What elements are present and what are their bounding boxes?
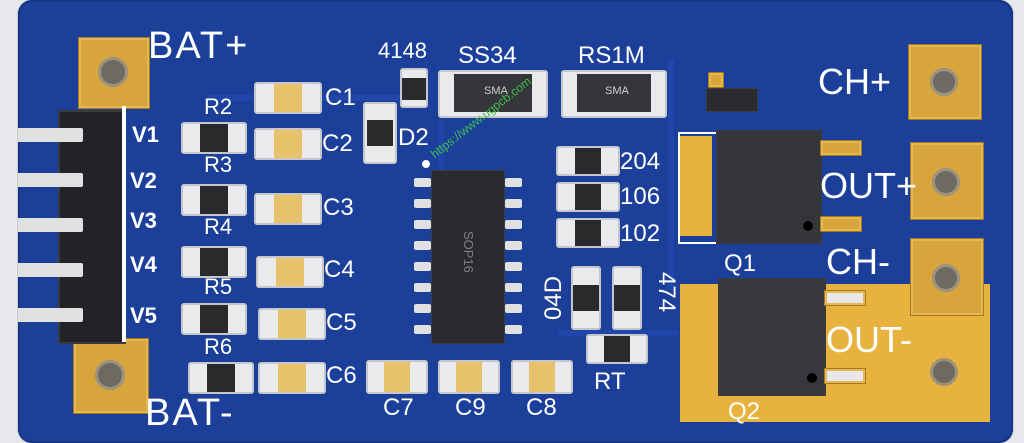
header-pin-5	[18, 308, 83, 322]
bat-minus-hole	[95, 360, 125, 390]
resistor-106	[556, 182, 620, 212]
ss34-label: SS34	[458, 42, 517, 69]
trace	[558, 330, 678, 336]
c1-label: C1	[325, 84, 356, 111]
rs1m-diode: SMA	[561, 70, 667, 118]
v4-label: V4	[130, 252, 157, 277]
c7-label: C7	[383, 394, 414, 421]
diode-4148-label: 4148	[378, 38, 427, 63]
chip-marking: SOP16	[461, 231, 476, 273]
component-04d	[571, 266, 601, 330]
ss34-package-label: SMA	[484, 85, 508, 97]
d2-label: D2	[398, 124, 429, 151]
v3-label: V3	[130, 208, 157, 233]
c3-label: C3	[323, 194, 354, 221]
bat-minus-label: BAT-	[145, 392, 235, 434]
header-pin-4	[18, 263, 83, 277]
c6-label: C6	[326, 362, 357, 389]
ch-plus-label: CH+	[818, 61, 892, 102]
q1-label: Q1	[724, 250, 757, 277]
bat-plus-hole	[98, 57, 128, 87]
diode-4148	[400, 68, 428, 108]
ch-plus-hole	[930, 68, 958, 96]
capacitor-474	[612, 266, 642, 330]
sot-pad	[708, 72, 724, 88]
sot-transistor	[706, 88, 758, 112]
c5-label: C5	[326, 309, 357, 336]
out-minus-label: OUT-	[826, 319, 912, 360]
q1-lead-1	[820, 140, 862, 156]
header-pin-1	[18, 128, 83, 142]
out-plus-label: OUT+	[820, 165, 918, 206]
c2-label: C2	[322, 130, 353, 157]
r5-resistor	[181, 303, 247, 335]
q1-thermal-pad	[680, 136, 712, 236]
c9-label: C9	[455, 394, 486, 421]
ch-minus-hole	[932, 264, 960, 292]
c5-capacitor	[258, 308, 326, 340]
c9-capacitor	[438, 360, 500, 394]
c8-label: C8	[526, 394, 557, 421]
q1-mosfet	[716, 130, 822, 244]
rt-thermistor	[586, 334, 648, 364]
q2-label: Q2	[728, 398, 761, 425]
q1-lead-2	[820, 216, 862, 232]
q2-pin-dot	[807, 373, 817, 383]
resistor-102	[556, 218, 620, 248]
v2-label: V2	[130, 168, 157, 193]
q2-mosfet	[718, 278, 826, 396]
label-102: 102	[620, 220, 661, 247]
r4-label: R4	[204, 214, 233, 239]
chip-pin1-dot	[422, 160, 430, 168]
c6-capacitor	[258, 362, 326, 394]
c1-capacitor	[254, 82, 322, 114]
ss34-diode: SMA	[438, 70, 548, 118]
rt-label: RT	[594, 368, 626, 395]
trace	[668, 60, 674, 290]
rs1m-label: RS1M	[578, 42, 645, 69]
c3-capacitor	[254, 193, 322, 225]
c8-capacitor	[511, 360, 573, 394]
c4-capacitor	[256, 256, 324, 288]
label-474: 474	[653, 272, 680, 313]
v5-label: V5	[130, 303, 157, 328]
bat-plus-label: BAT+	[148, 25, 250, 67]
label-04d: 04D	[540, 275, 567, 320]
r5-label: R5	[204, 274, 233, 299]
r3-resistor	[181, 184, 247, 216]
r6-label: R6	[204, 334, 233, 359]
out-minus-hole	[930, 358, 958, 386]
header-outline	[122, 106, 126, 342]
pcb-board: BAT+ BAT- V1 V2 V3 V4 V5 R2 R3 R4 R5 R6 …	[18, 0, 1013, 443]
rs1m-package-label: SMA	[605, 85, 629, 97]
q2-lead-1	[824, 290, 866, 306]
ch-minus-label: CH-	[826, 241, 890, 282]
r2-label: R2	[204, 94, 233, 119]
c7-capacitor	[366, 360, 428, 394]
out-plus-hole	[932, 168, 960, 196]
header-pin-2	[18, 173, 83, 187]
r4-resistor	[181, 246, 247, 278]
resistor-204	[556, 146, 620, 176]
label-106: 106	[620, 183, 661, 210]
sop16-chip: SOP16	[431, 170, 505, 344]
r2-resistor	[181, 122, 247, 154]
v1-label: V1	[132, 122, 159, 147]
label-204: 204	[620, 148, 661, 175]
header-pin-3	[18, 218, 83, 232]
c4-label: C4	[324, 256, 355, 283]
q2-lead-2	[824, 368, 866, 384]
d2-diode	[363, 102, 397, 164]
q1-pin-dot	[803, 221, 813, 231]
r3-label: R3	[204, 152, 233, 177]
r6-resistor	[188, 362, 254, 394]
c2-capacitor	[254, 128, 322, 160]
